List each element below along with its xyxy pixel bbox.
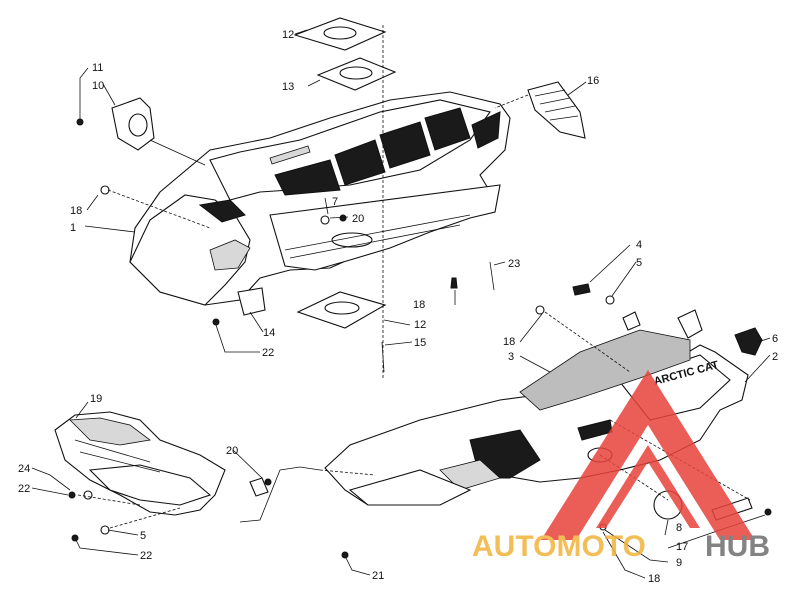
callout-2: 2: [772, 351, 778, 363]
upper-belly-pan: [129, 91, 511, 306]
watermark-triangle-icon: [541, 370, 755, 540]
callout-19: 19: [90, 393, 102, 405]
callout-12-top: 12: [282, 29, 294, 41]
callout-18-center: 18: [413, 299, 425, 311]
callout-numbers: 11 10 12 13 16 18 1 7 20 23 4 5 18 12 14…: [18, 29, 778, 585]
callout-22-left: 22: [18, 483, 30, 495]
callout-1: 1: [70, 222, 76, 234]
callout-20-lower: 20: [226, 445, 238, 457]
bumper-6: [677, 309, 763, 356]
callout-11: 11: [92, 62, 103, 74]
callout-17: 17: [676, 541, 688, 553]
callout-10: 10: [92, 80, 104, 92]
watermark-automoto: AUTOMOTO: [472, 530, 646, 563]
callout-20-upper: 20: [352, 213, 364, 225]
callout-6: 6: [772, 333, 778, 345]
callout-18-right: 18: [503, 336, 515, 348]
callout-15: 15: [414, 337, 426, 349]
callout-3: 3: [508, 351, 514, 363]
callout-9: 9: [676, 557, 682, 569]
callout-18-bottom: 18: [648, 573, 660, 585]
callout-16: 16: [587, 75, 599, 87]
callout-8: 8: [676, 522, 682, 534]
callout-23: 23: [508, 258, 520, 270]
plate-bottom: [296, 291, 387, 329]
callout-7: 7: [332, 196, 338, 208]
callout-21: 21: [372, 570, 384, 582]
callout-24: 24: [18, 463, 30, 475]
callout-5-upper: 5: [636, 257, 642, 269]
hardware-upper: [100, 185, 495, 373]
plates-top: [293, 17, 397, 91]
mount-bracket-10: [76, 97, 155, 151]
callout-13: 13: [282, 81, 294, 93]
callout-5-lower: 5: [140, 530, 146, 542]
callout-4: 4: [636, 239, 642, 251]
front-nose-19: [54, 411, 272, 542]
callout-18-left: 18: [70, 205, 82, 217]
callout-12-bottom: 12: [414, 319, 426, 331]
vent-grille-16: [527, 81, 586, 139]
callout-14: 14: [263, 327, 275, 339]
automotohub-watermark: AUTOMOTO HUB: [472, 370, 770, 563]
callout-22-upper: 22: [262, 347, 274, 359]
callout-22-bottom: 22: [140, 550, 152, 562]
watermark-hub: HUB: [705, 530, 770, 563]
